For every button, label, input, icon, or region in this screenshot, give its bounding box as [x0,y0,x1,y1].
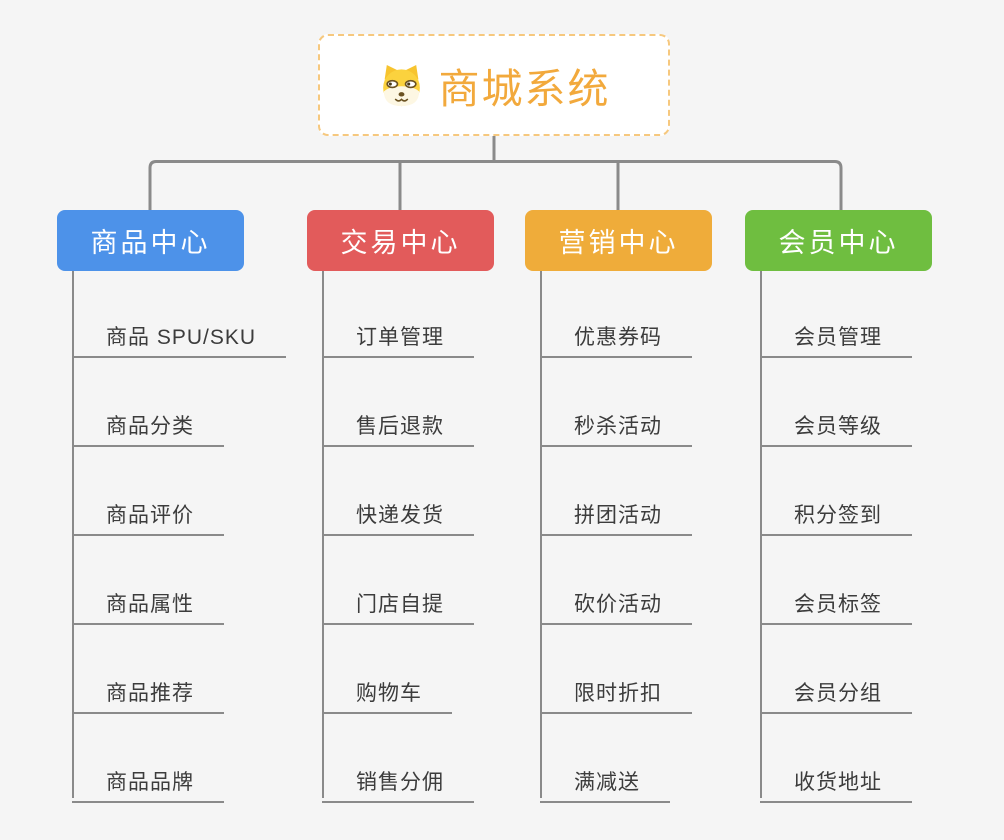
node-flash-sale[interactable]: 秒杀活动 [540,398,692,447]
branch-marketing-center: 营销中心 优惠券码 秒杀活动 拼团活动 砍价活动 限时折扣 满减送 [525,210,785,820]
root-title: 商城系统 [438,66,611,112]
node-store-pickup[interactable]: 门店自提 [322,576,474,625]
node-express-shipping[interactable]: 快递发货 [322,487,474,536]
dog-icon [378,62,425,109]
node-limited-time-discount[interactable]: 限时折扣 [540,665,692,714]
node-aftersale-refund[interactable]: 售后退款 [322,398,474,447]
node-shipping-address[interactable]: 收货地址 [760,754,912,803]
node-member-tag[interactable]: 会员标签 [760,576,912,625]
root-node[interactable]: 商城系统 [318,34,670,136]
node-product-brand[interactable]: 商品品牌 [72,754,224,803]
node-product-spu-sku[interactable]: 商品 SPU/SKU [72,309,287,358]
node-member-level[interactable]: 会员等级 [760,398,912,447]
branch-product-center: 商品中心 商品 SPU/SKU 商品分类 商品评价 商品属性 商品推荐 商品品牌 [57,210,317,820]
node-member-group[interactable]: 会员分组 [760,665,912,714]
branch-member-center: 会员中心 会员管理 会员等级 积分签到 会员标签 会员分组 收货地址 [745,210,1004,820]
node-product-attribute[interactable]: 商品属性 [72,576,224,625]
node-sales-commission[interactable]: 销售分佣 [322,754,474,803]
node-coupon-code[interactable]: 优惠券码 [540,309,692,358]
node-order-management[interactable]: 订单管理 [322,309,474,358]
node-bargain-activity[interactable]: 砍价活动 [540,576,692,625]
node-member-management[interactable]: 会员管理 [760,309,912,358]
node-full-reduction[interactable]: 满减送 [540,754,670,803]
node-points-checkin[interactable]: 积分签到 [760,487,912,536]
branch-header-trade[interactable]: 交易中心 [307,210,494,271]
node-product-category[interactable]: 商品分类 [72,398,224,447]
branch-rail [148,160,843,210]
branch-trade-center: 交易中心 订单管理 售后退款 快递发货 门店自提 购物车 销售分佣 [307,210,567,820]
branch-header-marketing[interactable]: 营销中心 [525,210,712,271]
node-group-buy[interactable]: 拼团活动 [540,487,692,536]
node-product-recommend[interactable]: 商品推荐 [72,665,224,714]
node-product-review[interactable]: 商品评价 [72,487,224,536]
branch-header-member[interactable]: 会员中心 [745,210,932,271]
branch-header-product[interactable]: 商品中心 [57,210,244,271]
node-shopping-cart[interactable]: 购物车 [322,665,452,714]
